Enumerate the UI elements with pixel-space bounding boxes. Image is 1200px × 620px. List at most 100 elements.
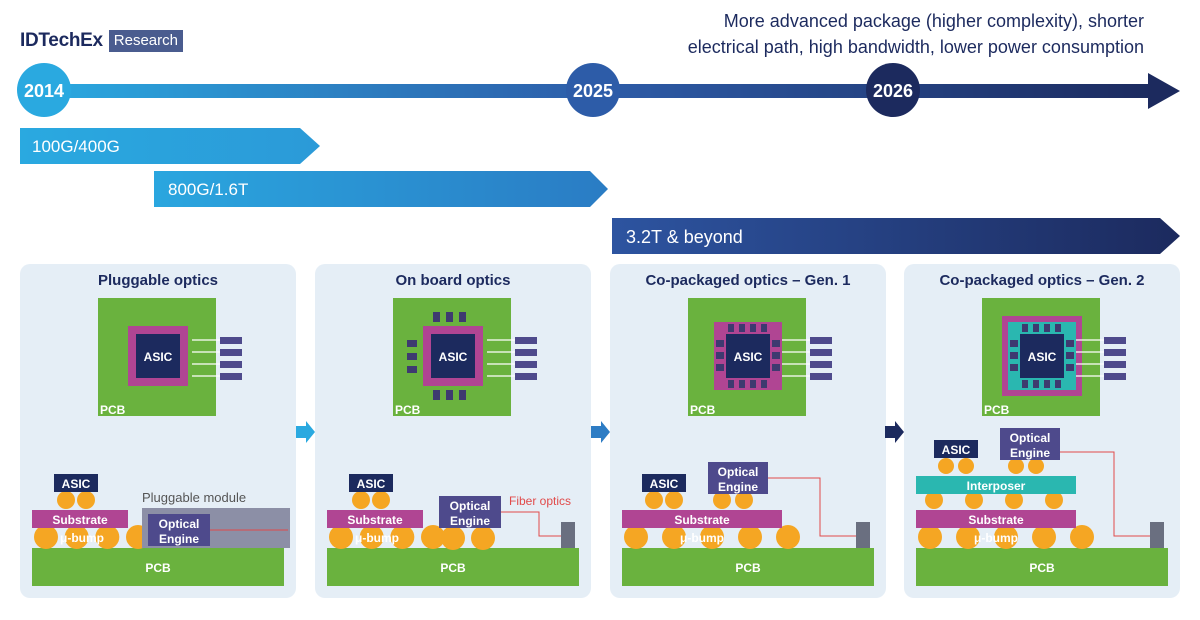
bump	[958, 458, 974, 474]
headline-line-1: More advanced package (higher complexity…	[723, 11, 1144, 31]
optical-engine	[1000, 428, 1060, 460]
interposer-label: Interposer	[967, 479, 1026, 493]
engine	[772, 364, 780, 371]
brand-name: IDTechEx	[20, 30, 103, 51]
generation-arrow-1	[20, 128, 320, 164]
pin	[433, 390, 440, 400]
bump	[1028, 458, 1044, 474]
year-circle-2026	[866, 63, 920, 117]
pcb-base	[622, 548, 874, 586]
port	[810, 373, 832, 380]
substrate	[32, 510, 128, 528]
asic-chip-label: ASIC	[62, 477, 91, 491]
engine-label-2: Engine	[1010, 446, 1050, 460]
fiber	[501, 511, 573, 537]
ubump-label: μ-bump	[974, 531, 1018, 545]
bump	[624, 525, 648, 549]
connector	[1150, 522, 1164, 548]
pcb-top-label: PCB	[100, 403, 126, 417]
asic-top-label: ASIC	[439, 350, 468, 364]
engine	[1010, 340, 1018, 347]
fiber-optics-label: Fiber optics	[509, 494, 571, 508]
pcb-base	[32, 548, 284, 586]
brand-tag: Research	[108, 30, 183, 52]
interposer	[916, 476, 1076, 494]
bump	[421, 525, 445, 549]
pin	[407, 340, 417, 347]
bump	[471, 526, 495, 550]
engine	[1066, 352, 1074, 359]
engine	[772, 352, 780, 359]
pcb-top-label: PCB	[690, 403, 716, 417]
bump	[95, 525, 120, 549]
pcb-base	[327, 548, 579, 586]
pcb-base-label: PCB	[735, 561, 761, 575]
engine	[1022, 380, 1028, 388]
transition-arrow-3	[885, 421, 904, 443]
engine	[728, 380, 734, 388]
panel-title: Co-packaged optics – Gen. 1	[645, 272, 851, 289]
engine	[772, 340, 780, 347]
pin	[459, 390, 466, 400]
engine-label-2: Engine	[718, 480, 758, 494]
engine	[716, 364, 724, 371]
engine-label-2: Engine	[450, 514, 490, 528]
optical-engine	[439, 496, 501, 528]
cross-section-cpo2: PCBμ-bumpSubstrateInterposerASICOpticalE…	[916, 428, 1168, 586]
port	[810, 337, 832, 344]
bump	[918, 525, 942, 549]
connector	[856, 522, 870, 548]
asic-chip-label: ASIC	[357, 477, 386, 491]
asic-chip	[54, 474, 98, 492]
top-view-cpo1: PCB ASIC	[688, 298, 832, 417]
fiber	[1060, 451, 1160, 537]
port	[1104, 361, 1126, 368]
generation-label-3: 3.2T & beyond	[626, 227, 743, 247]
pcb-top-label: PCB	[984, 403, 1010, 417]
optical-engine	[708, 462, 768, 494]
bump	[738, 525, 762, 549]
engine	[1055, 380, 1061, 388]
asic-top-label: ASIC	[734, 350, 763, 364]
bump	[665, 491, 683, 509]
engine	[1044, 380, 1050, 388]
pcb-base-label: PCB	[440, 561, 466, 575]
bump	[64, 525, 89, 549]
panel-title: Pluggable optics	[97, 272, 218, 289]
bump	[662, 525, 686, 549]
asic-top	[1020, 334, 1064, 378]
bump	[713, 491, 731, 509]
pin	[407, 366, 417, 373]
bump	[645, 491, 663, 509]
port	[220, 373, 242, 380]
asic-top	[431, 334, 475, 378]
pin	[446, 312, 453, 322]
port	[1104, 349, 1126, 356]
port	[515, 349, 537, 356]
bump	[956, 525, 980, 549]
panel-title: Co-packaged optics – Gen. 2	[939, 272, 1145, 289]
engine	[1033, 380, 1039, 388]
year-label-2014: 2014	[24, 81, 64, 101]
asic-top-label: ASIC	[1028, 350, 1057, 364]
engine	[728, 324, 734, 332]
substrate-label: Substrate	[674, 513, 730, 527]
year-circle-2014	[17, 63, 71, 117]
port	[220, 349, 242, 356]
pcb-top-label: PCB	[395, 403, 421, 417]
port	[515, 337, 537, 344]
brand-logo: IDTechEx Research	[20, 30, 183, 52]
engine	[1066, 340, 1074, 347]
cross-section-onboard: PCBμ-bumpSubstrateASICOpticalEngineFiber…	[327, 474, 579, 586]
bump	[77, 491, 95, 509]
substrate	[916, 510, 1076, 528]
pcb-base-label: PCB	[145, 561, 171, 575]
headline-line-2: electrical path, high bandwidth, lower p…	[687, 37, 1144, 57]
engine-label-2: Engine	[159, 532, 199, 546]
pcb-base	[916, 548, 1168, 586]
bump	[352, 491, 370, 509]
generation-label-2: 800G/1.6T	[168, 180, 248, 199]
